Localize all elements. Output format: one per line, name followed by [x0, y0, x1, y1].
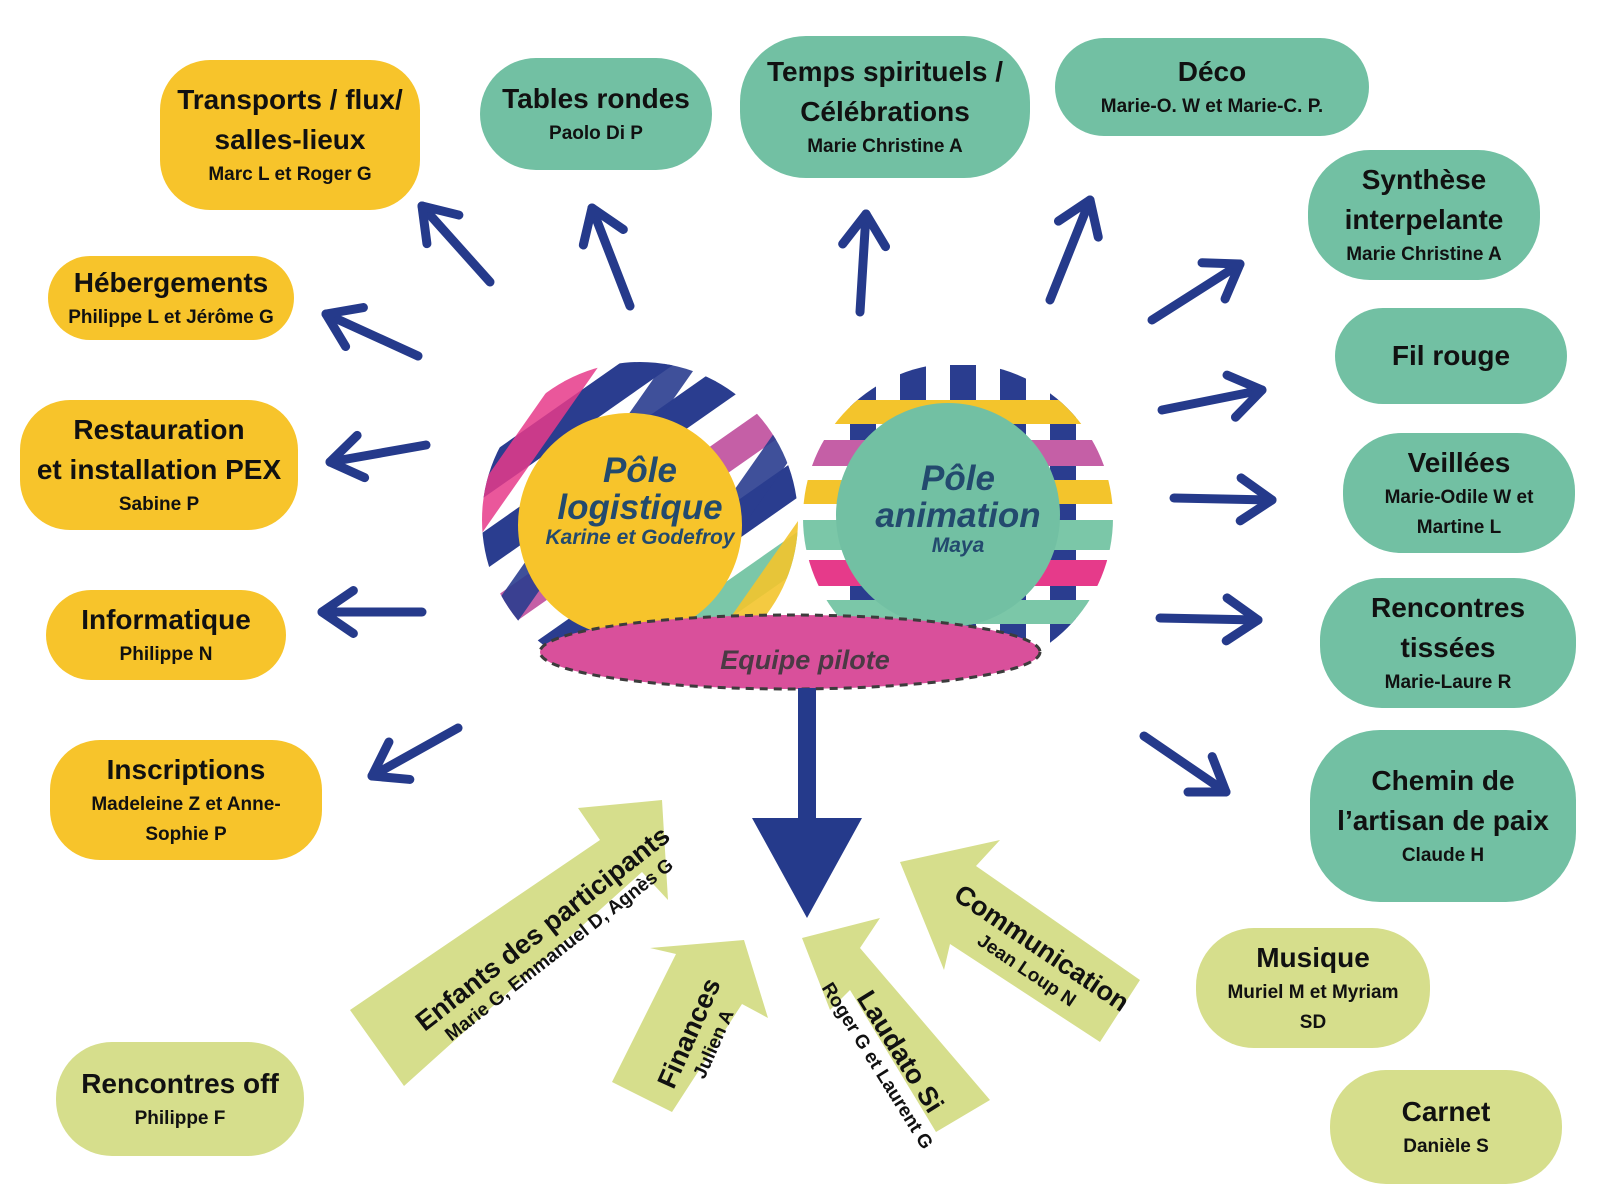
pole-animation-title: Pôle animation	[875, 459, 1041, 535]
node-transports-lead: Marc L et Roger G	[208, 164, 372, 185]
arrow-to-tables-rondes	[578, 203, 635, 311]
node-tables-rondes: Tables rondes Paolo Di P	[480, 58, 712, 170]
node-veillees-lead: Marie-Odile W et Martine L	[1384, 487, 1534, 538]
node-rencontres-tissees-lead: Marie-Laure R	[1384, 672, 1512, 693]
arrow-to-synthese	[1147, 258, 1245, 325]
pole-logistique-label: Pôle logistique Karine et Godefroy	[510, 452, 770, 550]
node-rencontres-off-title: Rencontres off	[81, 1068, 279, 1099]
arrow-to-inscriptions	[367, 723, 463, 784]
node-rencontres-off: Rencontres off Philippe F	[56, 1042, 304, 1156]
connector-arrows-layer	[317, 195, 1277, 797]
arrow-to-veillees	[1169, 473, 1277, 526]
pilot-arrow-finances	[612, 940, 768, 1112]
arrow-to-informatique	[317, 586, 427, 638]
arrow-to-hebergements	[321, 303, 423, 361]
node-restauration-lead: Sabine P	[118, 494, 200, 515]
node-inscriptions: Inscriptions Madeleine Z et Anne- Sophie…	[50, 740, 322, 860]
pilot-label: Equipe pilote	[720, 645, 890, 675]
node-musique-title: Musique	[1256, 942, 1370, 973]
node-hebergements-title: Hébergements	[73, 267, 269, 298]
arrow-to-transports	[417, 201, 495, 287]
node-deco-lead: Marie-O. W et Marie-C. P.	[1100, 96, 1324, 117]
node-synthese-lead: Marie Christine A	[1346, 244, 1502, 265]
node-carnet-lead: Danièle S	[1403, 1136, 1489, 1157]
node-chemin-artisan-title: Chemin de l’artisan de paix	[1337, 765, 1549, 836]
node-rencontres-off-lead: Philippe F	[134, 1108, 226, 1129]
node-veillees: Veillées Marie-Odile W et Martine L	[1343, 433, 1575, 553]
pilot-ellipse	[538, 613, 1042, 691]
node-informatique-title: Informatique	[81, 604, 251, 635]
pole-animation-circle	[836, 403, 1060, 627]
node-musique: Musique Muriel M et Myriam SD	[1196, 928, 1430, 1048]
node-informatique: Informatique Philippe N	[46, 590, 286, 680]
node-tables-rondes-lead: Paolo Di P	[549, 123, 643, 144]
arrow-to-deco	[1045, 195, 1103, 305]
pole-logistique-lead: Karine et Godefroy	[545, 526, 735, 549]
arrow-to-fil-rouge	[1157, 370, 1267, 422]
node-hebergements-lead: Philippe L et Jérôme G	[68, 307, 274, 328]
node-carnet: Carnet Danièle S	[1330, 1070, 1562, 1184]
node-musique-lead: Muriel M et Myriam SD	[1227, 982, 1399, 1033]
arrow-to-rencontres-tissees	[1155, 593, 1263, 646]
node-rencontres-tissees: Rencontres tissées Marie-Laure R	[1320, 578, 1576, 708]
node-hebergements: Hébergements Philippe L et Jérôme G	[48, 256, 294, 340]
node-carnet-title: Carnet	[1401, 1096, 1491, 1127]
node-veillees-title: Veillées	[1407, 447, 1511, 478]
pilot-arrow-enfants	[350, 800, 668, 1086]
node-inscriptions-lead: Madeleine Z et Anne- Sophie P	[91, 794, 281, 845]
node-fil-rouge-title: Fil rouge	[1391, 340, 1511, 371]
node-synthese-title: Synthèse interpelante	[1344, 164, 1504, 235]
arrow-to-chemin	[1139, 731, 1231, 797]
node-transports: Transports / flux/ salles-lieux Marc L e…	[160, 60, 420, 210]
node-deco: Déco Marie-O. W et Marie-C. P.	[1055, 38, 1369, 136]
main-down-arrow	[752, 688, 862, 918]
arrow-to-restauration	[325, 430, 431, 483]
node-temps-spirituels-lead: Marie Christine A	[807, 136, 963, 157]
node-rencontres-tissees-title: Rencontres tissées	[1370, 592, 1526, 663]
pole-logistique-circle	[518, 413, 742, 637]
arrow-to-temps-spirituels	[838, 209, 890, 317]
node-informatique-lead: Philippe N	[119, 644, 213, 665]
node-chemin-artisan: Chemin de l’artisan de paix Claude H	[1310, 730, 1576, 902]
pilot-arrow-laudato	[802, 918, 990, 1132]
node-restauration-title: Restauration et installation PEX	[36, 414, 282, 485]
node-chemin-artisan-lead: Claude H	[1401, 845, 1485, 866]
node-tables-rondes-title: Tables rondes	[502, 83, 690, 114]
node-restauration: Restauration et installation PEX Sabine …	[20, 400, 298, 530]
pilot-arrows-layer	[350, 800, 1140, 1132]
pole-animation-lead: Maya	[931, 534, 985, 557]
node-temps-spirituels: Temps spirituels / Célébrations Marie Ch…	[740, 36, 1030, 178]
node-inscriptions-title: Inscriptions	[106, 754, 266, 785]
node-fil-rouge: Fil rouge	[1335, 308, 1567, 404]
pilot-arrow-communication	[900, 840, 1140, 1042]
pole-logistique-title: Pôle logistique	[557, 451, 723, 527]
node-temps-spirituels-title: Temps spirituels / Célébrations	[767, 56, 1003, 127]
pole-animation-label: Pôle animation Maya	[838, 460, 1078, 558]
node-deco-title: Déco	[1177, 56, 1247, 87]
node-transports-title: Transports / flux/ salles-lieux	[177, 84, 403, 155]
node-synthese: Synthèse interpelante Marie Christine A	[1308, 150, 1540, 280]
